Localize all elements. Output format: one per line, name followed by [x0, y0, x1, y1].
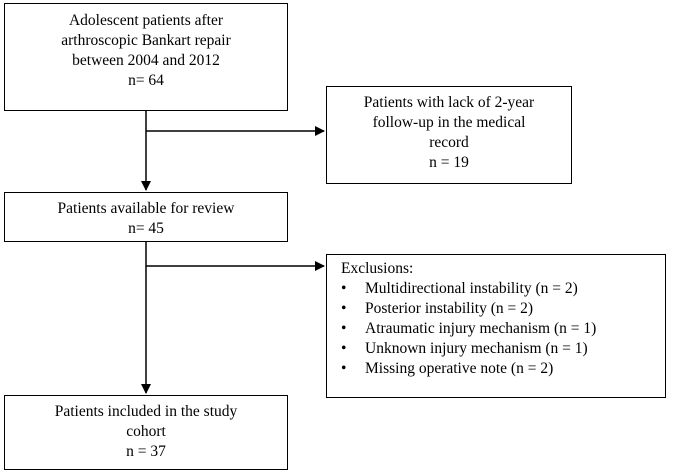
lost-followup-line: follow-up in the medical [372, 114, 526, 131]
lost-followup-line: Patients with lack of 2-year [363, 94, 535, 111]
exclusion-text: Unknown injury mechanism (n = 1) [365, 340, 588, 357]
available-box: Patients available for review n= 45 [4, 192, 288, 242]
lost-followup-count: n = 19 [429, 154, 469, 171]
exclusions-list: • Multidirectional instability (n = 2) • P… [341, 279, 665, 379]
start-box: Adolescent patients after arthroscopic B… [4, 3, 288, 111]
exclusion-text: Posterior instability (n = 2) [365, 300, 534, 317]
bullet-icon: • [341, 360, 347, 377]
exclusions-heading: Exclusions: [341, 260, 414, 277]
included-count: n = 37 [126, 443, 166, 460]
available-line: Patients available for review [57, 200, 235, 217]
exclusion-item: • Unknown injury mechanism (n = 1) [341, 339, 665, 359]
lost-followup-line: record [429, 134, 469, 151]
exclusion-item: • Multidirectional instability (n = 2) [341, 279, 665, 299]
exclusion-item: • Missing operative note (n = 2) [341, 359, 665, 379]
bullet-icon: • [341, 340, 347, 357]
bullet-icon: • [341, 300, 347, 317]
bullet-icon: • [341, 280, 347, 297]
exclusion-item: • Posterior instability (n = 2) [341, 299, 665, 319]
available-count: n= 45 [128, 220, 164, 237]
exclusion-text: Missing operative note (n = 2) [365, 360, 554, 377]
included-line: Patients included in the study [54, 403, 238, 420]
exclusions-box: Exclusions: • Multidirectional instabilit… [326, 254, 666, 398]
start-count: n= 64 [128, 72, 164, 89]
exclusion-text: Atraumatic injury mechanism (n = 1) [365, 320, 597, 337]
start-line: Adolescent patients after [68, 12, 224, 29]
start-line: between 2004 and 2012 [72, 52, 220, 69]
exclusion-text: Multidirectional instability (n = 2) [365, 280, 578, 297]
included-line: cohort [126, 423, 166, 440]
exclusion-item: • Atraumatic injury mechanism (n = 1) [341, 319, 665, 339]
bullet-icon: • [341, 320, 347, 337]
lost-followup-box: Patients with lack of 2-year follow-up i… [326, 86, 572, 184]
start-line: arthroscopic Bankart repair [61, 32, 231, 49]
included-box: Patients included in the study cohort n … [4, 395, 288, 470]
